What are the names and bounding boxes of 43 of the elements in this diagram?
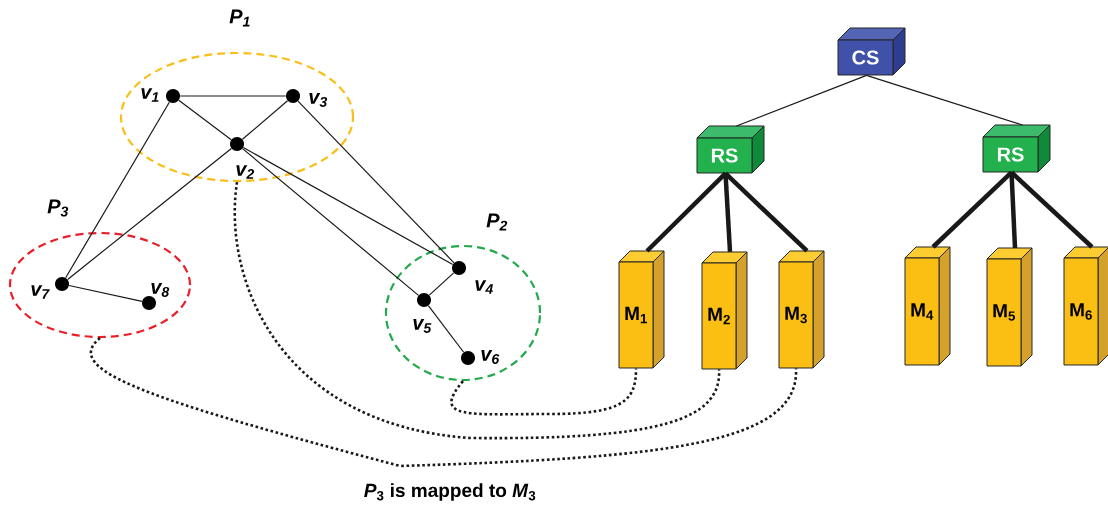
vertex-label: v$_{5}$ <box>413 319 432 333</box>
link-line <box>645 171 728 253</box>
vertex-label: v$_{8}$ <box>151 283 170 297</box>
link-line <box>1009 172 1018 249</box>
graph-edge <box>241 148 420 296</box>
vertex-label: v$_{4}$ <box>475 280 493 294</box>
machine-block: M$_{6}$ <box>1063 246 1108 366</box>
link-line <box>865 74 1024 126</box>
partition-label: P$_{1}$ <box>229 9 250 27</box>
graph-edge <box>427 305 465 353</box>
link-line <box>723 171 809 253</box>
vertex-label: v$_{3}$ <box>309 93 328 107</box>
partition-label: P$_{2}$ <box>486 213 508 231</box>
server-block: RS <box>696 125 765 174</box>
graph-edge <box>428 272 455 296</box>
link-line <box>735 74 868 127</box>
graph-edge <box>242 146 454 266</box>
machine-block: M$_{2}$ <box>701 251 748 370</box>
machine-block: M$_{1}$ <box>618 250 665 369</box>
machine-block: M$_{5}$ <box>986 247 1033 367</box>
vertex-label: v$_{7}$ <box>31 285 50 299</box>
vertex-label: v$_{1}$ <box>141 88 159 102</box>
graph-edge <box>178 99 232 141</box>
machine-block: M$_{4}$ <box>904 246 951 366</box>
graph-edge <box>65 101 170 279</box>
server-block: RS <box>982 124 1051 173</box>
link-line <box>723 173 733 253</box>
link-line <box>931 170 1014 249</box>
mapping-curve <box>233 181 721 440</box>
caption-text: P$_{3}$ is mapped to M$_{3}$ <box>364 483 536 501</box>
graph-edge <box>68 284 143 303</box>
mapping-curve <box>90 337 798 468</box>
mapping-curve <box>450 368 638 416</box>
link-line <box>1009 170 1094 249</box>
graph-edge <box>297 100 455 264</box>
graph-edge <box>241 100 289 140</box>
graph-edge <box>179 95 287 97</box>
server-block: CS <box>837 27 906 76</box>
vertex-label: v$_{2}$ <box>236 165 255 179</box>
graph-edge <box>67 147 232 281</box>
partition-label: P$_{3}$ <box>47 199 69 217</box>
vertex-label: v$_{6}$ <box>481 350 500 364</box>
machine-block: M$_{3}$ <box>778 250 825 369</box>
